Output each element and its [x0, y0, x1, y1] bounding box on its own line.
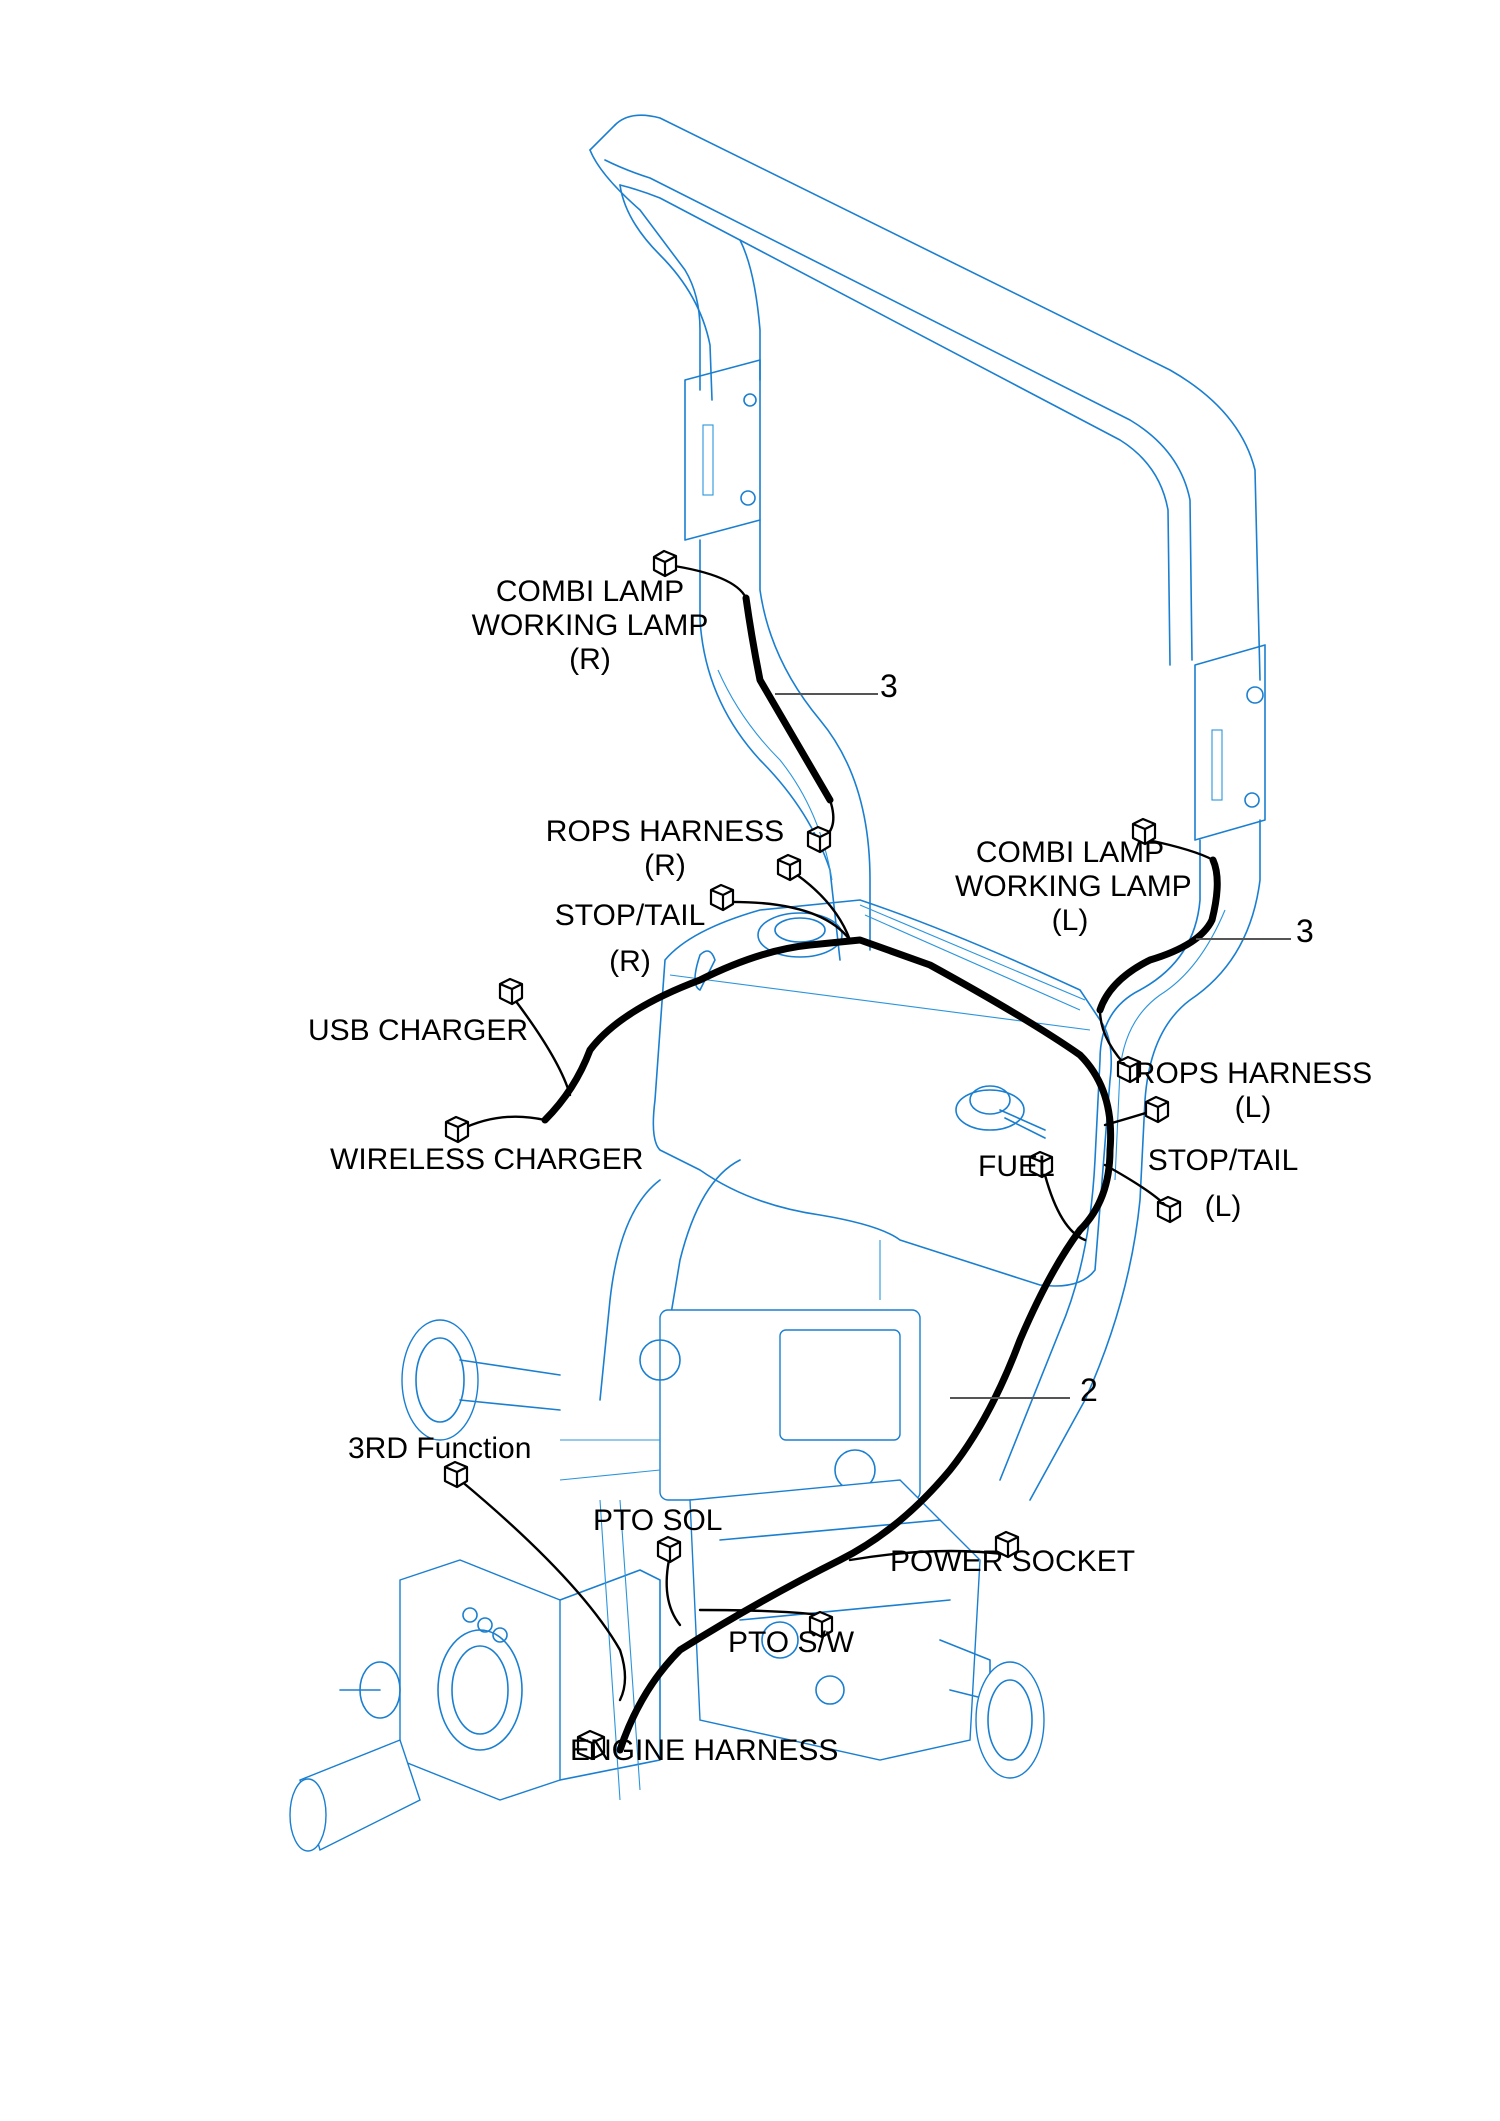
label-power-socket: POWER SOCKET — [890, 1545, 1136, 1578]
rops-frame — [589, 114, 1266, 1501]
label-line: STOP/TAIL — [1147, 1144, 1299, 1177]
label-pto-sol: PTO SOL — [593, 1504, 723, 1537]
main-harness — [541, 936, 1115, 1754]
label-pto-sw: PTO S/W — [728, 1626, 855, 1659]
label-rops-harness-r: ROPS HARNESS (R) — [545, 815, 785, 883]
rops-harness-right — [742, 594, 834, 804]
connector-icon — [1156, 1195, 1182, 1224]
connector-icon — [808, 1610, 834, 1639]
label-line: COMBI LAMP — [975, 836, 1165, 869]
rops-harness-left — [1096, 856, 1221, 1014]
connector-icon — [1116, 1055, 1142, 1084]
fuel-tank — [652, 899, 1113, 1300]
label-combi-lamp-l: COMBI LAMP WORKING LAMP (L) — [955, 836, 1192, 938]
label-fuel: FUEL — [978, 1150, 1055, 1183]
connector-icon — [994, 1530, 1020, 1559]
label-3rd-function: 3RD Function — [348, 1432, 532, 1465]
connector-icon — [656, 1535, 682, 1564]
connector-icon — [1144, 1095, 1170, 1124]
label-line: (R) — [644, 849, 686, 882]
connector-icon — [444, 1115, 470, 1144]
label-line: (L) — [1051, 904, 1089, 937]
connectors — [443, 549, 1182, 1761]
callout-2: 2 — [1080, 1372, 1098, 1408]
connector-icon — [443, 1460, 469, 1489]
connector-icon — [806, 825, 832, 854]
label-line: (L) — [1234, 1091, 1272, 1124]
connector-icon — [1131, 817, 1157, 846]
label-engine-harness: ENGINE HARNESS — [570, 1734, 839, 1767]
label-line: ROPS HARNESS — [545, 815, 785, 848]
connector-wires — [458, 563, 1215, 1702]
label-wireless-charger: WIRELESS CHARGER — [330, 1143, 644, 1176]
callout-3-left: 3 — [1296, 913, 1314, 949]
label-stop-tail-r: STOP/TAIL (R) — [550, 893, 710, 985]
connector-icon — [709, 883, 735, 912]
label-line: STOP/TAIL — [554, 899, 706, 932]
label-line: (R) — [609, 945, 651, 978]
label-usb-charger: USB CHARGER — [308, 1014, 529, 1047]
label-combi-lamp-r: COMBI LAMP WORKING LAMP (R) — [465, 575, 715, 677]
connector-icon — [776, 853, 802, 882]
label-rops-harness-l: ROPS HARNESS (L) — [1133, 1057, 1373, 1125]
label-stop-tail-l: STOP/TAIL (L) — [1138, 1138, 1308, 1230]
label-line: ROPS HARNESS — [1133, 1057, 1373, 1090]
label-line: WORKING LAMP — [955, 870, 1192, 903]
label-line: (L) — [1204, 1190, 1242, 1223]
label-line: COMBI LAMP — [495, 575, 685, 608]
transmission — [289, 1159, 1045, 1852]
connector-icon — [576, 1729, 606, 1761]
connector-icon — [498, 977, 524, 1006]
connector-icon — [1028, 1150, 1054, 1179]
connector-icon — [652, 549, 678, 578]
label-line: (R) — [569, 643, 611, 676]
callout-3-right: 3 — [880, 668, 898, 704]
label-line: WORKING LAMP — [471, 609, 709, 642]
